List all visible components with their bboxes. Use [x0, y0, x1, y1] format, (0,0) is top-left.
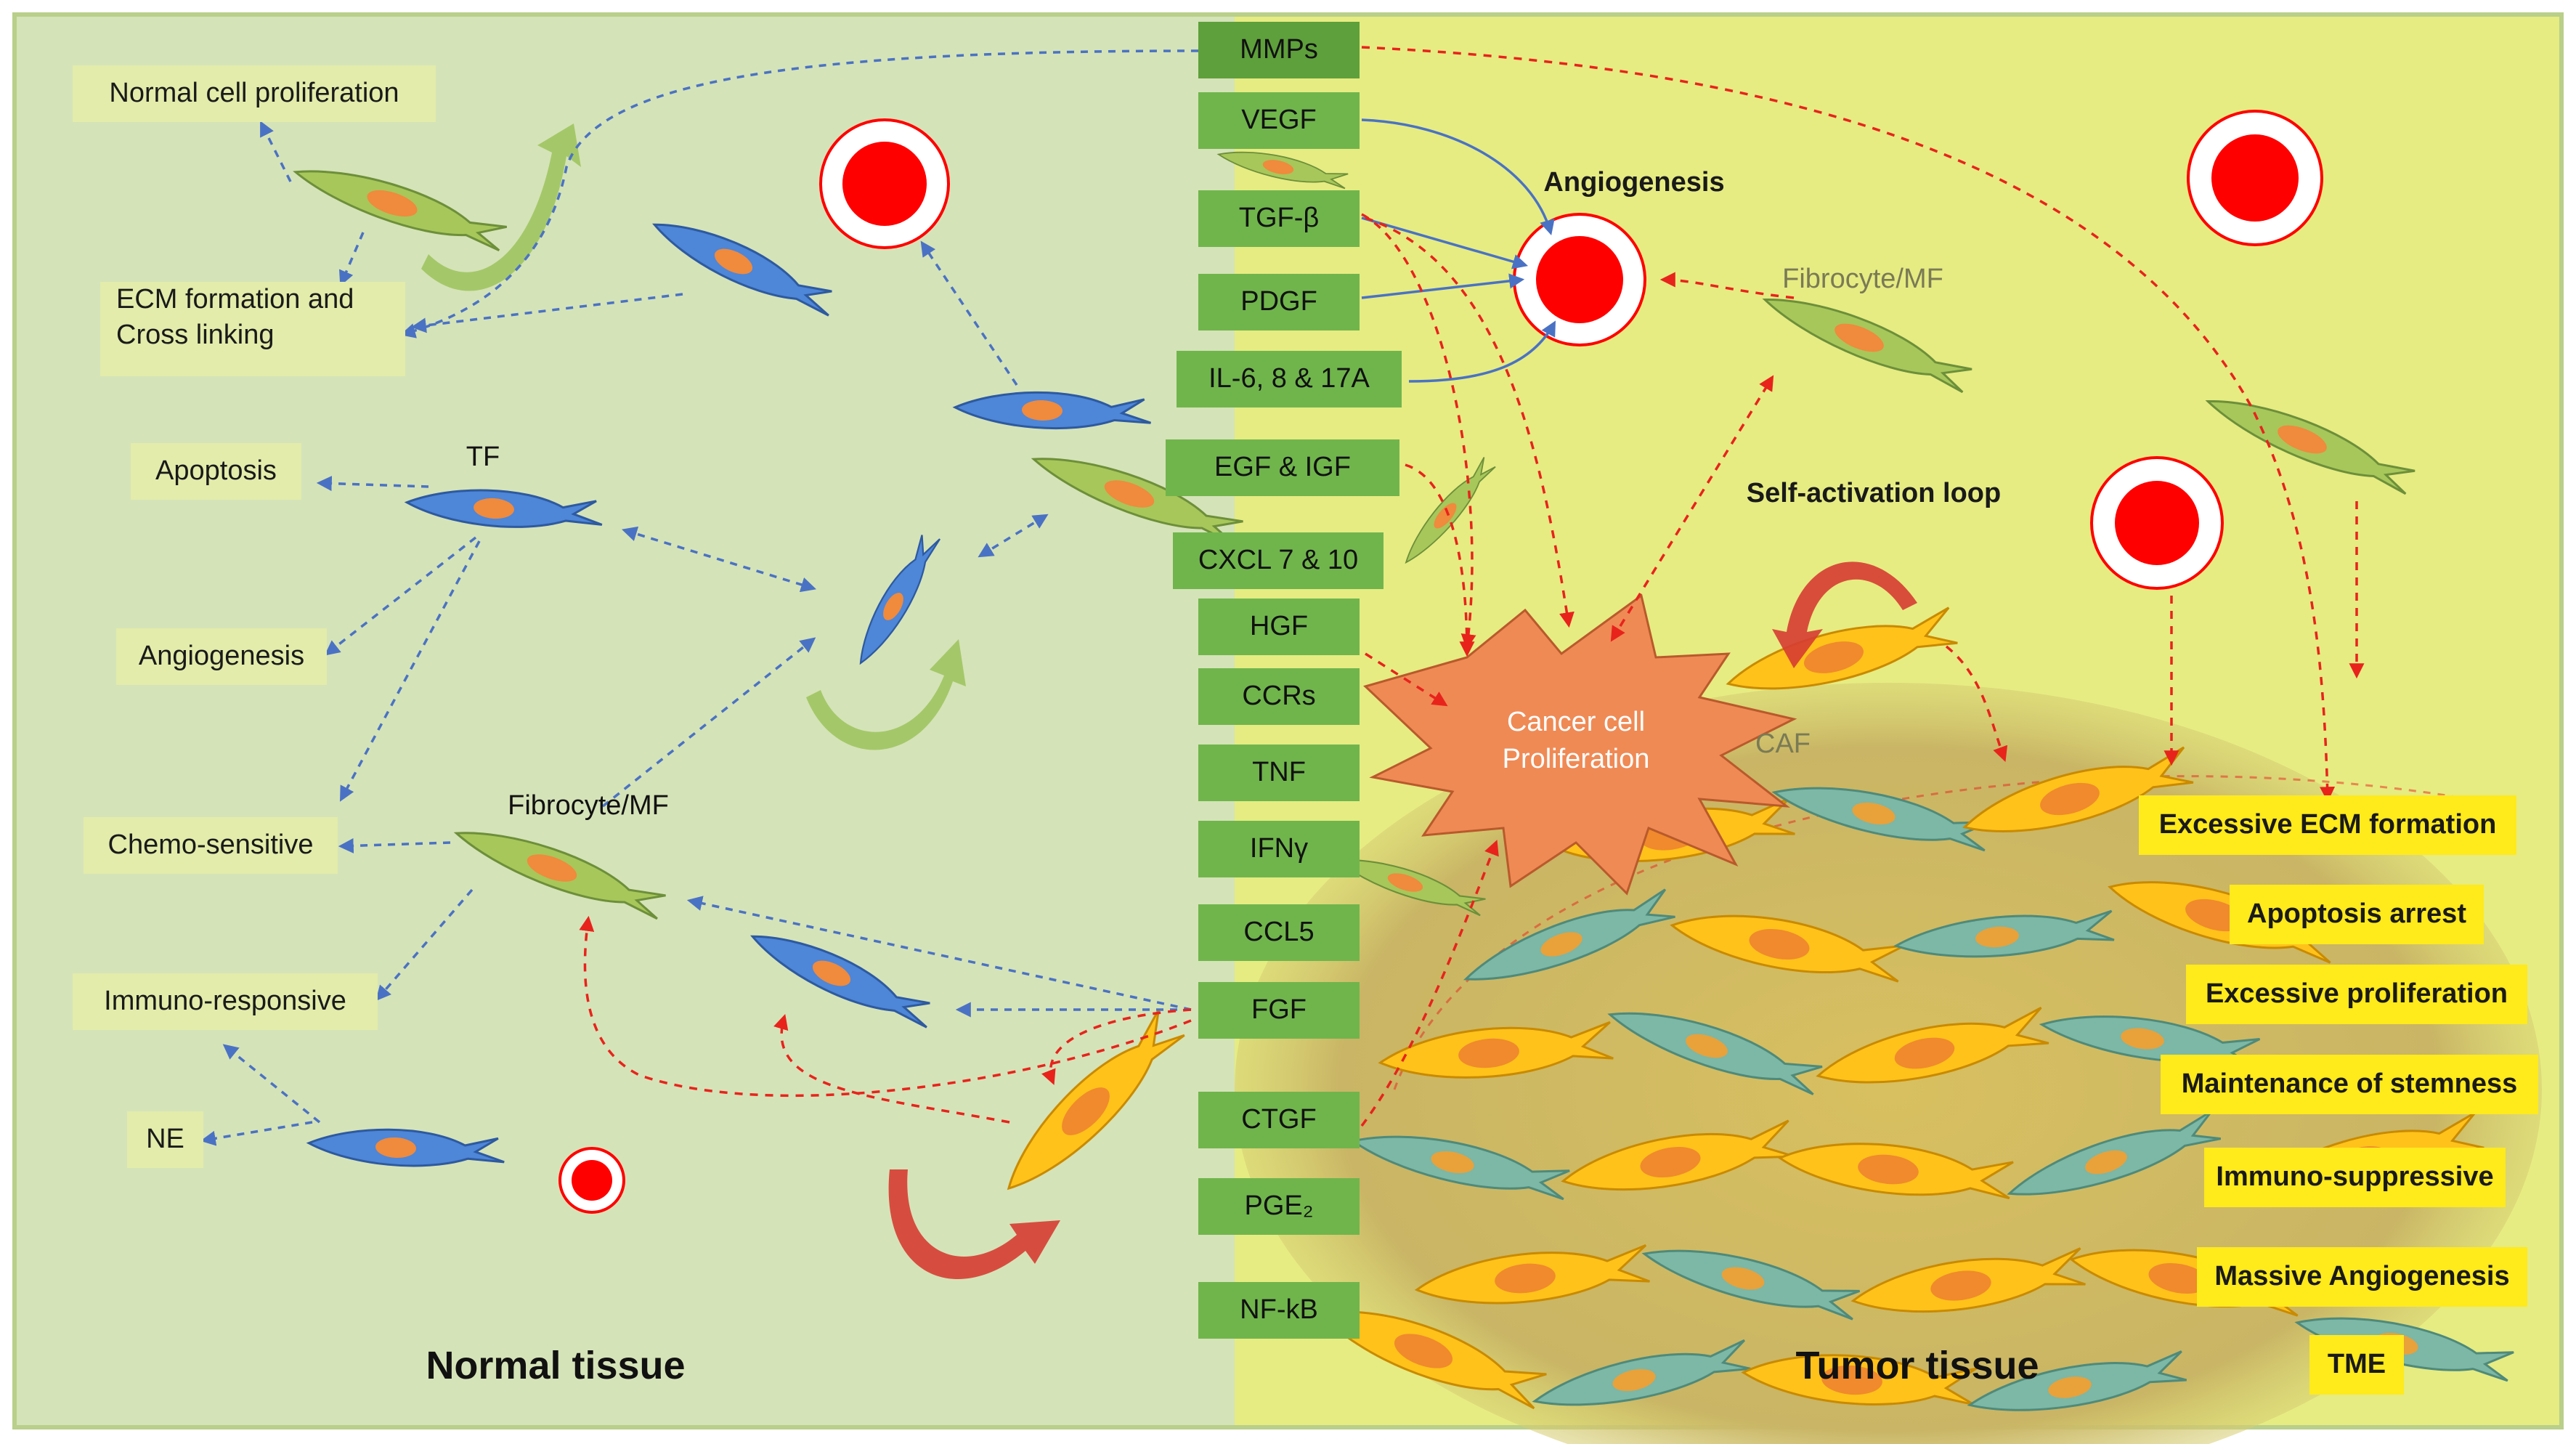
mediator-box: IL-6, 8 & 17A [1177, 351, 1402, 407]
angiogenesis-normal-label: Angiogenesis [116, 628, 327, 685]
ecm-formation-line-1: ECM formation and [116, 284, 354, 315]
frame-border [12, 12, 2564, 1429]
mediator-box: IFNγ [1198, 821, 1360, 877]
tumor-outcome-label: TME [2309, 1335, 2404, 1395]
blood-vessel-icon [558, 1147, 625, 1214]
blue-solid-arrows [1361, 118, 1556, 383]
tumor-outcome-label: Apoptosis arrest [2230, 885, 2484, 944]
mediator-box: FGF [1198, 982, 1360, 1039]
loop-arrow-red-caf [888, 1169, 1060, 1279]
ne-label: NE [127, 1111, 203, 1168]
caf-label: CAF [1755, 729, 1811, 760]
angiogenesis-center-label: Angiogenesis [1543, 167, 1725, 198]
tumor-outcome-label: Maintenance of stemness [2161, 1055, 2538, 1114]
loop-arrow-green-center [806, 639, 966, 750]
mediator-box: VEGF [1198, 92, 1360, 149]
ecm-formation-label: ECM formation and Cross linking [100, 282, 405, 376]
mediator-box: PGE₂ [1198, 1178, 1360, 1235]
normal-tissue-title: Normal tissue [426, 1343, 686, 1387]
loop-arrow-green-top [421, 123, 581, 291]
mediator-box: CTGF [1198, 1092, 1360, 1148]
tf-label: TF [466, 442, 500, 473]
mediator-box: PDGF [1198, 274, 1360, 330]
blood-vessel-icon [1513, 213, 1646, 346]
tumor-outcome-label: Excessive proliferation [2186, 965, 2527, 1024]
tumor-boundary [1393, 775, 2470, 1090]
blood-vessel-icon [2090, 456, 2224, 590]
self-activation-loop-label: Self-activation loop [1746, 478, 2002, 509]
red-arrows [579, 46, 2365, 1127]
mediator-box: CCRs [1198, 668, 1360, 725]
mediator-box: CXCL 7 & 10 [1173, 532, 1384, 589]
blue-arrows [200, 49, 1199, 1146]
mediator-box: CCL5 [1198, 904, 1360, 961]
mediator-box: HGF [1198, 599, 1360, 655]
fibrocyte-left-label: Fibrocyte/MF [508, 790, 669, 822]
ecm-formation-line-2: Cross linking [116, 320, 275, 351]
blood-vessel-icon [2187, 110, 2323, 246]
mediator-box: MMPs [1198, 22, 1360, 78]
tumor-tissue-title: Tumor tissue [1795, 1343, 2039, 1387]
chemo-sensitive-label: Chemo-sensitive [84, 817, 338, 874]
cancer-line-1: Cancer cell [1506, 706, 1646, 737]
self-activation-loop-arrow [1772, 561, 1917, 668]
cancer-cell-proliferation-label: Cancer cell Proliferation [1467, 701, 1685, 781]
normal-tissue-region [15, 15, 1249, 1427]
fibrocyte-right-label: Fibrocyte/MF [1782, 264, 1943, 295]
tumor-outcome-label: Immuno-suppressive [2204, 1148, 2506, 1207]
mediator-box: EGF & IGF [1166, 439, 1399, 496]
apoptosis-label: Apoptosis [131, 443, 301, 500]
blood-vessel-icon [819, 118, 950, 249]
mediator-box: NF-kB [1198, 1282, 1360, 1339]
mediator-box: TGF-β [1198, 190, 1360, 247]
tumor-outcome-label: Excessive ECM formation [2139, 795, 2516, 855]
tumor-outcome-label: Massive Angiogenesis [2197, 1247, 2527, 1307]
mediator-box: TNF [1198, 745, 1360, 801]
cancer-line-2: Proliferation [1502, 744, 1650, 774]
normal-cell-proliferation-label: Normal cell proliferation [73, 65, 436, 122]
immuno-responsive-label: Immuno-responsive [73, 973, 378, 1030]
